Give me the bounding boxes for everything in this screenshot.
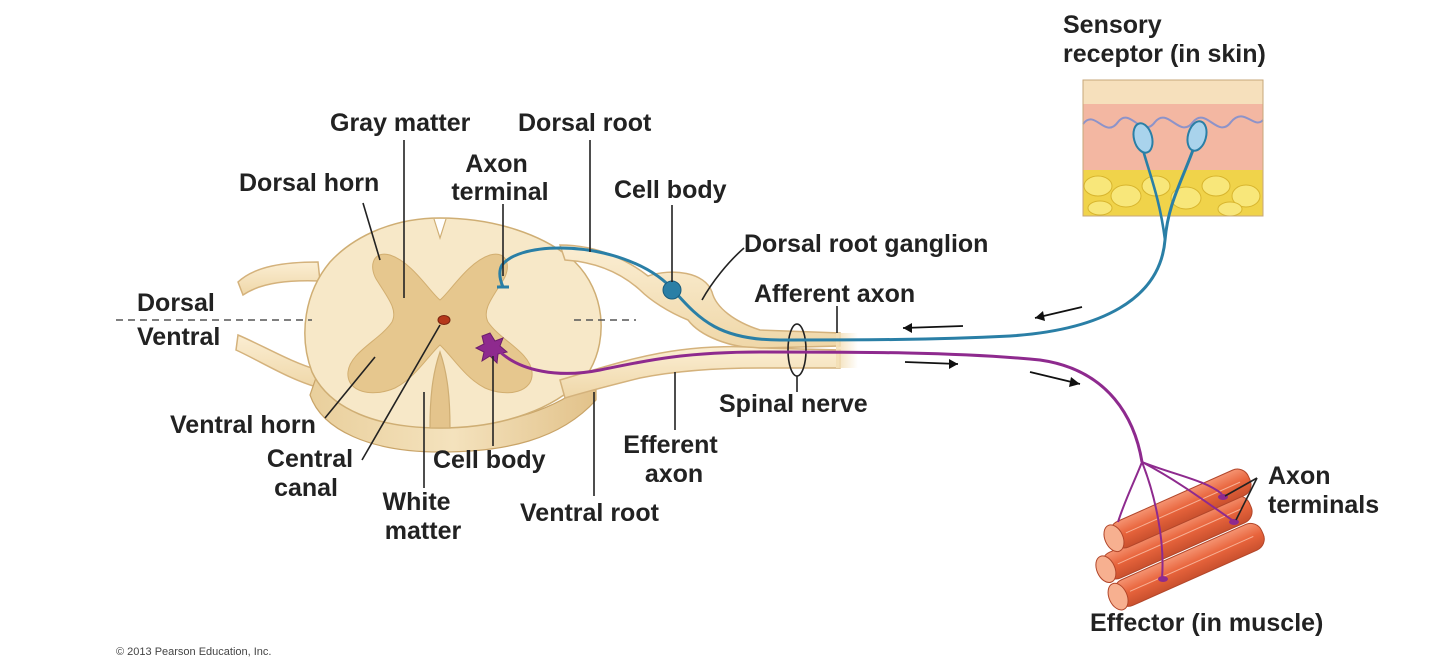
copyright-notice: © 2013 Pearson Education, Inc.	[116, 646, 271, 658]
afferent-neuron	[497, 120, 1208, 342]
skin-block	[1082, 79, 1264, 217]
svg-text:Sensory receptor (in ski: Sensory receptor (in skin)	[1063, 11, 1266, 68]
sensory-receptor-left	[1132, 122, 1154, 154]
dorsal-root-ganglion-label: Dorsal root ganglion	[744, 230, 988, 258]
sensory-receptor-right	[1186, 120, 1208, 152]
axon-terminal-label-line1: Axon	[465, 150, 528, 178]
ventral-root-label: Ventral root	[520, 499, 660, 527]
spinal-nerve-end	[836, 333, 858, 368]
labels: Sensory receptor (in skin) Gray matter D…	[116, 11, 1379, 658]
efferent-neuron	[474, 332, 1239, 582]
ventral-label: Ventral	[137, 323, 220, 351]
svg-text:Central canal: Central canal	[267, 445, 360, 502]
cell-body-bottom-label: Cell body	[433, 446, 546, 474]
dorsal-horn-label: Dorsal horn	[239, 169, 379, 197]
direction-arrows	[902, 306, 1083, 387]
arrow-afferent-1	[902, 323, 964, 333]
ventral-horn-label: Ventral horn	[170, 411, 316, 439]
central-canal	[437, 315, 451, 325]
arrow-efferent-1	[904, 359, 959, 369]
sensory-receptor-label-line1: Sensory	[1063, 11, 1162, 39]
svg-text:Axon terminal: Axon terminal	[451, 150, 548, 206]
arrow-afferent-2	[1034, 306, 1083, 321]
dorsal-label: Dorsal	[137, 289, 215, 317]
left-dorsal-root	[237, 261, 321, 297]
gray-matter-label: Gray matter	[330, 109, 471, 137]
white-matter-label-line2: matter	[385, 517, 462, 545]
efferent-axon-label-line1: Efferent	[623, 431, 718, 459]
central-canal-label-line1: Central	[267, 445, 353, 473]
sensory-receptor-label-line2: receptor (in skin)	[1063, 40, 1266, 68]
cell-body-top-label: Cell body	[614, 176, 727, 204]
axon-terminal-2	[1229, 519, 1239, 525]
dorsal-root-label: Dorsal root	[518, 109, 652, 137]
axon-terminals-label-line1: Axon	[1268, 462, 1331, 490]
svg-text:Axon terminals: Axon terminals	[1268, 462, 1379, 519]
svg-text:White matter: White matter	[383, 488, 462, 545]
muscle-bundle	[1095, 468, 1265, 611]
axon-terminals-label-line2: terminals	[1268, 491, 1379, 519]
sensory-cell-body	[662, 280, 682, 300]
arrow-efferent-2	[1029, 371, 1081, 387]
spinal-nerve-label: Spinal nerve	[719, 390, 868, 418]
efferent-axon-label-line2: axon	[645, 460, 703, 488]
efferent-axon-path	[496, 348, 1144, 463]
ventral-fissure	[429, 350, 451, 429]
svg-text:Efferent axon: Efferent axon	[623, 431, 724, 488]
afferent-axon-label: Afferent axon	[754, 280, 915, 308]
axon-terminal-label-line2: terminal	[451, 178, 548, 206]
right-nerve-roots	[558, 244, 858, 399]
effector-label: Effector (in muscle)	[1090, 609, 1323, 637]
central-canal-label-line2: canal	[274, 474, 338, 502]
axon-terminal-3	[1158, 576, 1168, 582]
afferent-axon-path	[498, 149, 1195, 342]
leader-lines	[324, 140, 1258, 521]
left-ventral-root	[235, 333, 321, 390]
white-matter-label-line1: White	[383, 488, 451, 516]
